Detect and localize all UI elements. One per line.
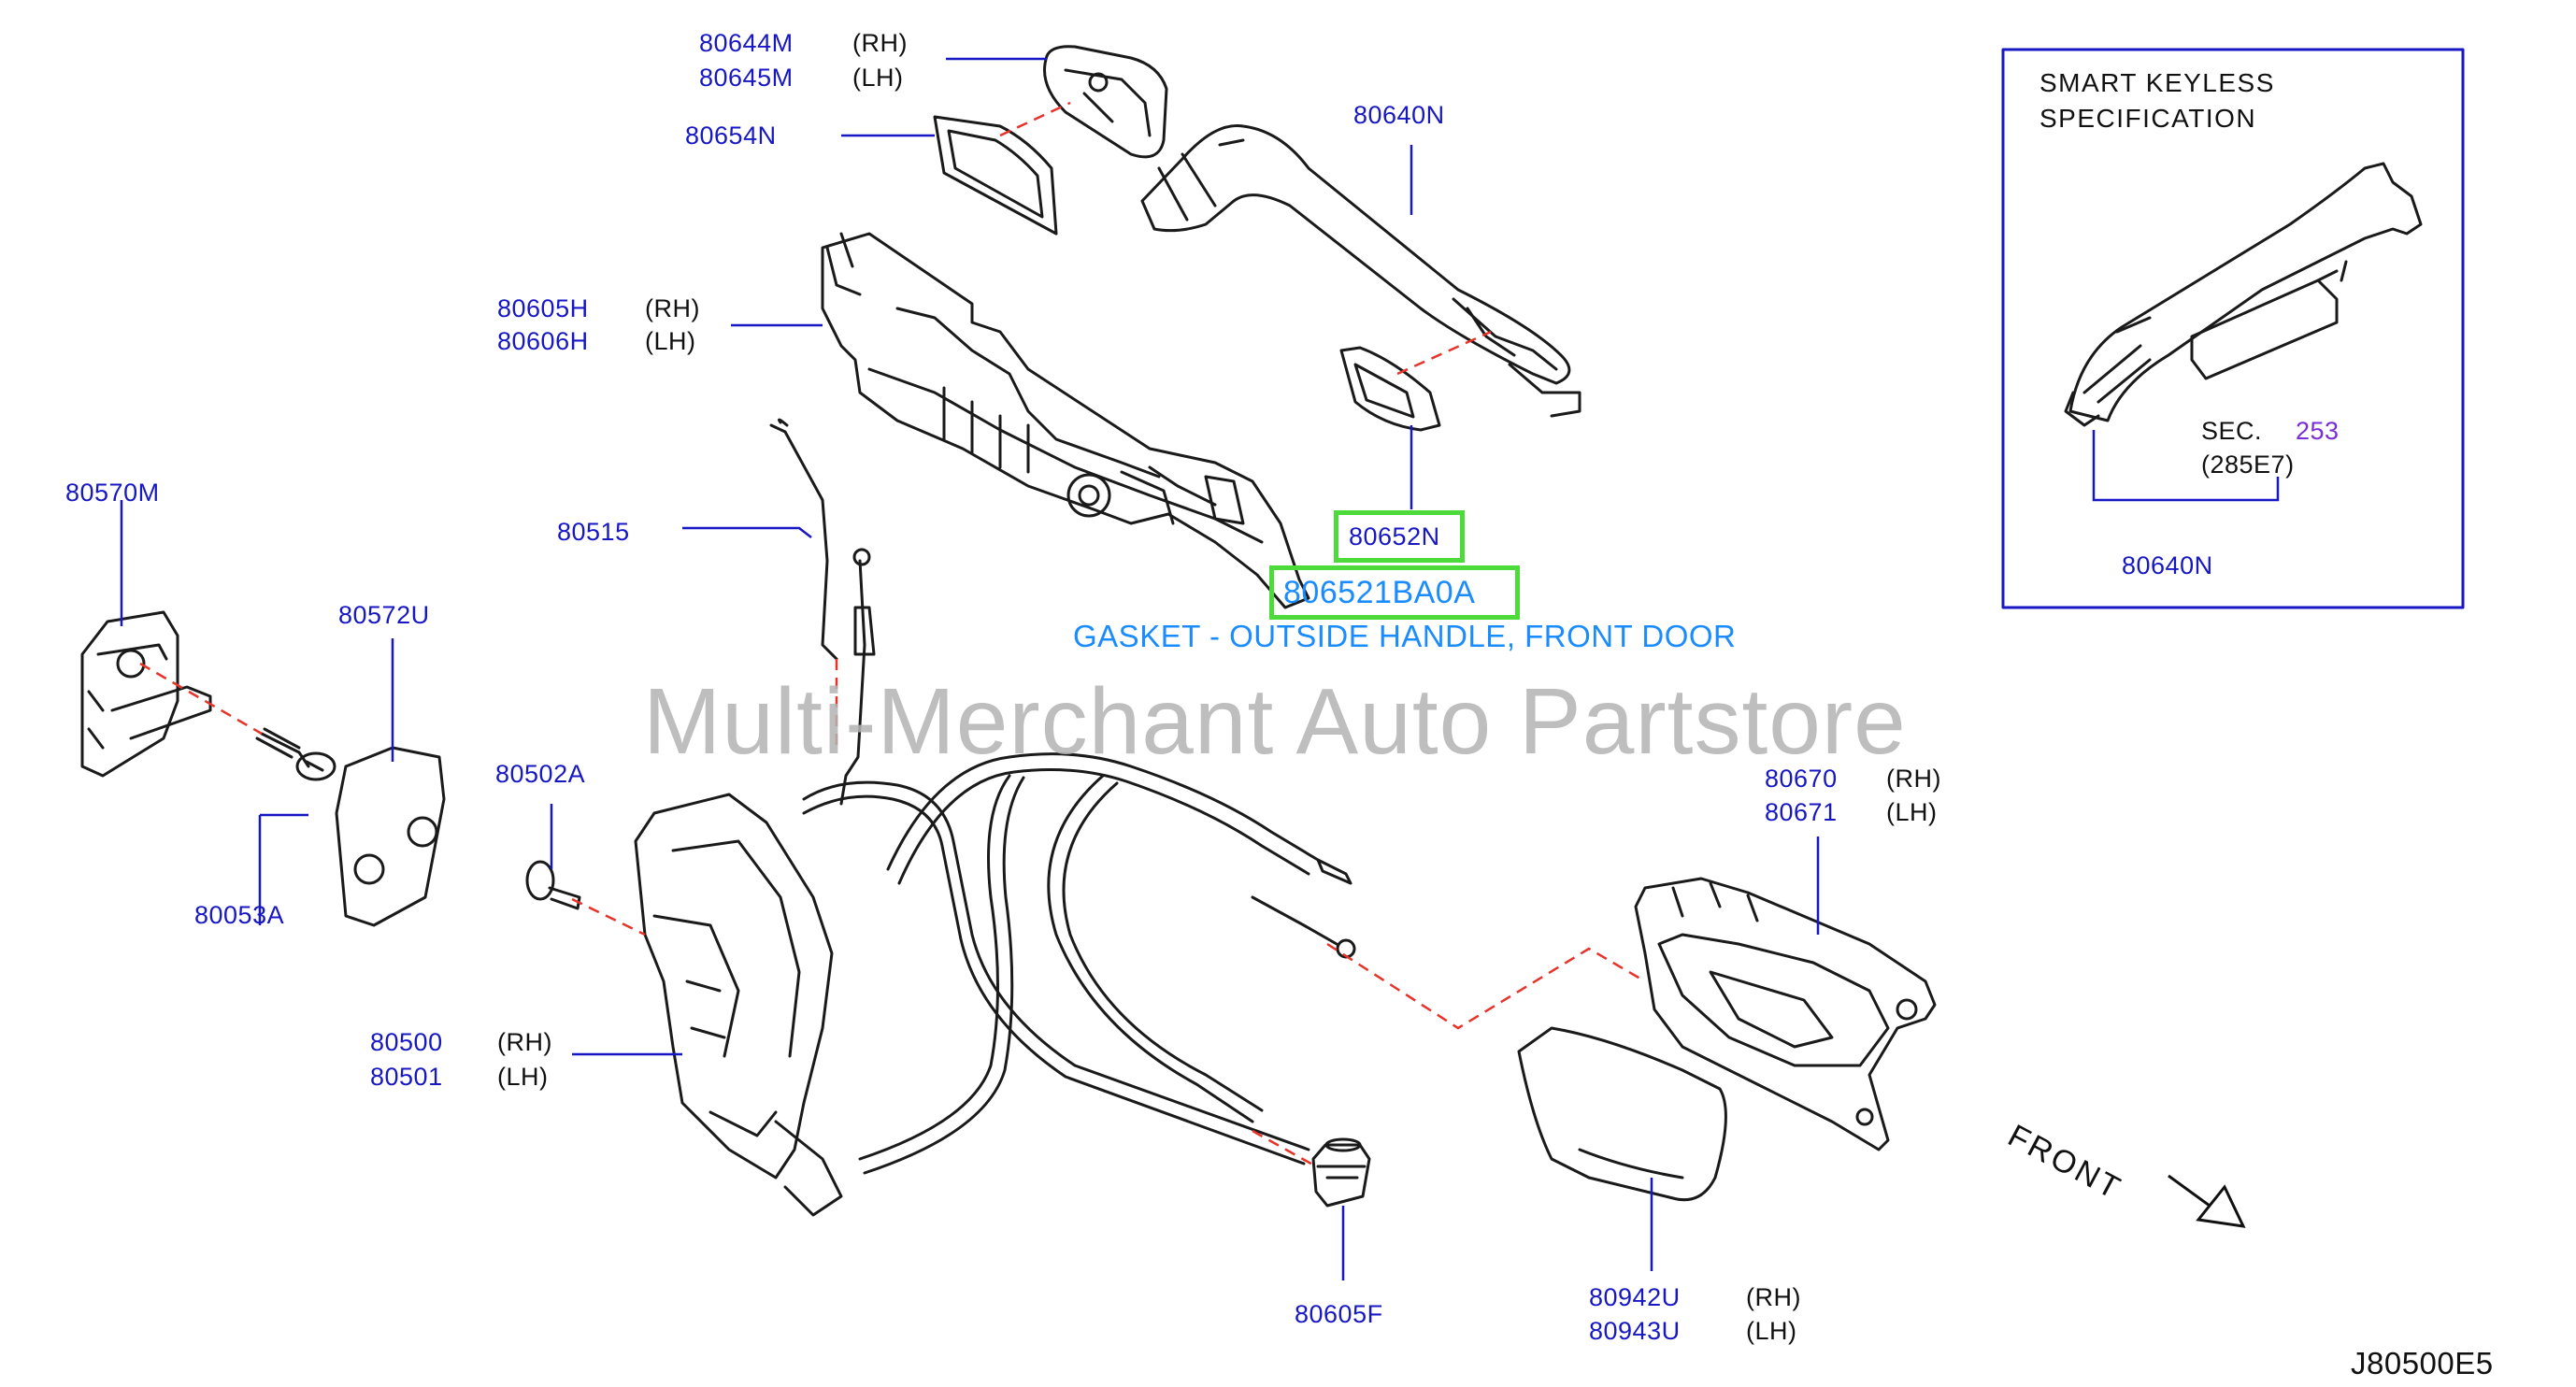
outside-handle-part — [1140, 123, 1581, 418]
cable-clip-part — [1311, 1137, 1371, 1208]
diagram-code: J80500E5 — [2351, 1346, 2494, 1380]
label-80652N[interactable]: 80652N — [1349, 522, 1440, 551]
door-striker-part — [80, 610, 212, 778]
label-80605F[interactable]: 80605F — [1295, 1300, 1383, 1328]
side-lh-80606H: (LH) — [645, 327, 696, 355]
side-lh-80501: (LH) — [497, 1063, 549, 1091]
part-description: GASKET - OUTSIDE HANDLE, FRONT DOOR — [1073, 619, 1737, 653]
label-80501[interactable]: 80501 — [370, 1063, 443, 1091]
inset-handle-part — [2064, 162, 2423, 427]
handle-cap-part — [1043, 45, 1168, 159]
side-rh-80605H: (RH) — [645, 294, 700, 322]
side-lh-80645M: (LH) — [852, 64, 904, 92]
assembly-lines — [139, 101, 1646, 1168]
handle-bracket-part — [821, 232, 1310, 609]
front-arrow — [2168, 1174, 2246, 1228]
label-80644M[interactable]: 80644M — [699, 29, 794, 57]
handle-gasket-part — [1339, 346, 1441, 432]
inset-sec-prefix: SEC. — [2201, 417, 2263, 445]
striker-screw-part — [255, 727, 336, 781]
inset-sec-number[interactable]: 253 — [2296, 417, 2340, 445]
highlight-box-part-number — [1269, 565, 1520, 620]
label-80502A[interactable]: 80502A — [495, 760, 586, 788]
label-80671[interactable]: 80671 — [1765, 798, 1838, 826]
leader-lines — [120, 57, 2280, 1280]
label-80640N[interactable]: 80640N — [1353, 101, 1445, 129]
label-80515[interactable]: 80515 — [557, 518, 630, 546]
highlight-box-80652N — [1334, 510, 1465, 563]
side-rh-80942U: (RH) — [1746, 1283, 1801, 1311]
inset-title-line2: SPECIFICATION — [2039, 104, 2257, 133]
label-80572U[interactable]: 80572U — [338, 601, 430, 629]
cap-gasket-part — [933, 115, 1058, 236]
latch-rod-part — [769, 418, 838, 661]
label-80670[interactable]: 80670 — [1765, 765, 1838, 793]
handle-escutcheon-part — [1517, 1026, 1727, 1202]
side-lh-80671: (LH) — [1886, 798, 1938, 826]
side-rh-80644M: (RH) — [852, 29, 908, 57]
label-80570M[interactable]: 80570M — [65, 479, 160, 507]
inset-sec-code: (285E7) — [2201, 450, 2295, 479]
label-80942U[interactable]: 80942U — [1589, 1283, 1681, 1311]
inset-box-frame — [2001, 48, 2465, 609]
side-rh-80670: (RH) — [1886, 765, 1941, 793]
door-latch-part — [634, 793, 843, 1217]
inside-handle-cable-part — [858, 752, 1356, 1175]
label-80943U[interactable]: 80943U — [1589, 1317, 1681, 1345]
watermark-text: Multi-Merchant Auto Partstore — [643, 669, 1907, 774]
label-80605H[interactable]: 80605H — [497, 294, 589, 322]
label-80654N[interactable]: 80654N — [685, 122, 777, 150]
latch-bolt-part — [525, 860, 581, 910]
label-80645M[interactable]: 80645M — [699, 64, 794, 92]
label-80640N-inset[interactable]: 80640N — [2122, 551, 2213, 579]
striker-shim-part — [335, 746, 446, 927]
inside-handle-part — [1634, 877, 1937, 1151]
label-80500[interactable]: 80500 — [370, 1028, 443, 1056]
label-80606H[interactable]: 80606H — [497, 327, 589, 355]
highlighted-part-number[interactable]: 806521BA0A — [1283, 575, 1476, 610]
side-rh-80500: (RH) — [497, 1028, 552, 1056]
side-lh-80943U: (LH) — [1746, 1317, 1797, 1345]
label-80053A[interactable]: 80053A — [194, 901, 285, 929]
inset-title-line1: SMART KEYLESS — [2039, 68, 2275, 97]
